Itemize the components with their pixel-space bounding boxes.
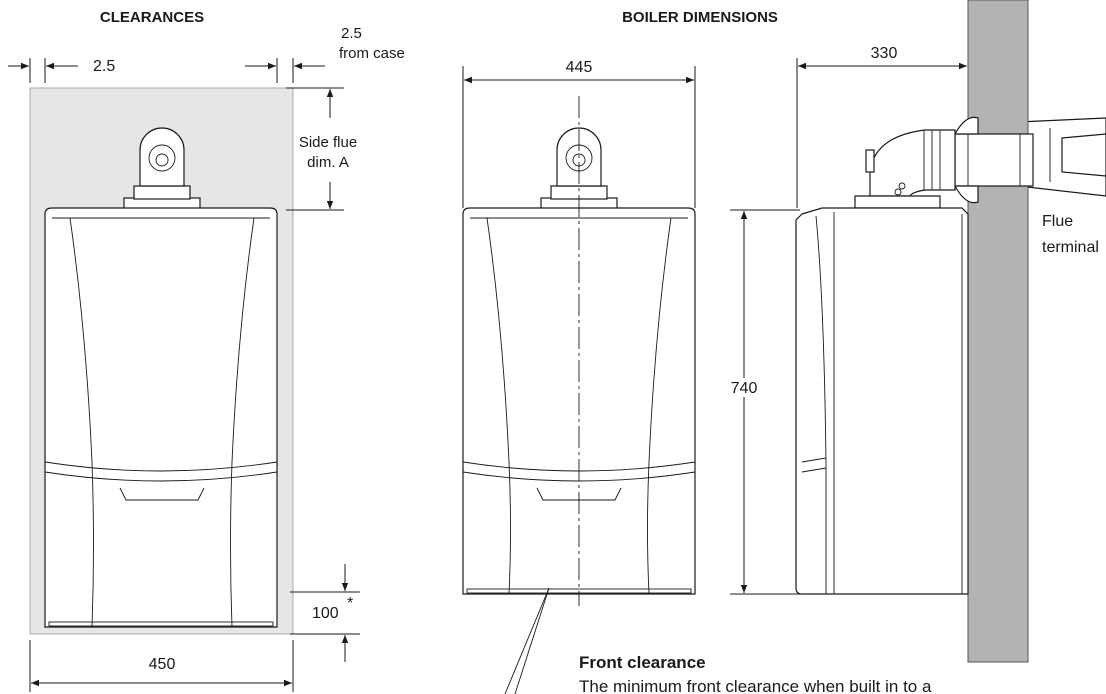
boiler-dimensions-heading: BOILER DIMENSIONS bbox=[622, 9, 778, 26]
boiler-side-view bbox=[795, 195, 969, 595]
boiler-width-label: 445 bbox=[566, 59, 593, 76]
boiler-front-view-left bbox=[44, 127, 278, 628]
right-clearance-label-1: 2.5 bbox=[341, 25, 362, 42]
total-width-label: 450 bbox=[149, 656, 176, 673]
front-clearance-text: The minimum front clearance when built i… bbox=[579, 677, 932, 694]
flue-terminal-label-2: terminal bbox=[1042, 239, 1099, 256]
clearances-heading: CLEARANCES bbox=[100, 9, 204, 26]
left-clearance-label: 2.5 bbox=[93, 58, 115, 75]
boiler-height-label: 740 bbox=[731, 380, 758, 397]
boiler-depth-label: 330 bbox=[871, 45, 898, 62]
leader-line-1 bbox=[504, 587, 550, 694]
front-clearance-title: Front clearance bbox=[579, 653, 706, 672]
side-flue-label-2: dim. A bbox=[307, 154, 349, 171]
side-flue-label-1: Side flue bbox=[299, 134, 357, 151]
flue-elbow bbox=[865, 129, 956, 197]
leader-line-2 bbox=[514, 587, 550, 694]
bottom-clearance-label: 100 bbox=[312, 605, 339, 622]
bottom-clearance-asterisk: * bbox=[347, 595, 353, 612]
right-clearance-label-2: from case bbox=[339, 45, 405, 62]
flue-terminal-label-1: Flue bbox=[1042, 213, 1073, 230]
wall bbox=[967, 0, 1029, 663]
